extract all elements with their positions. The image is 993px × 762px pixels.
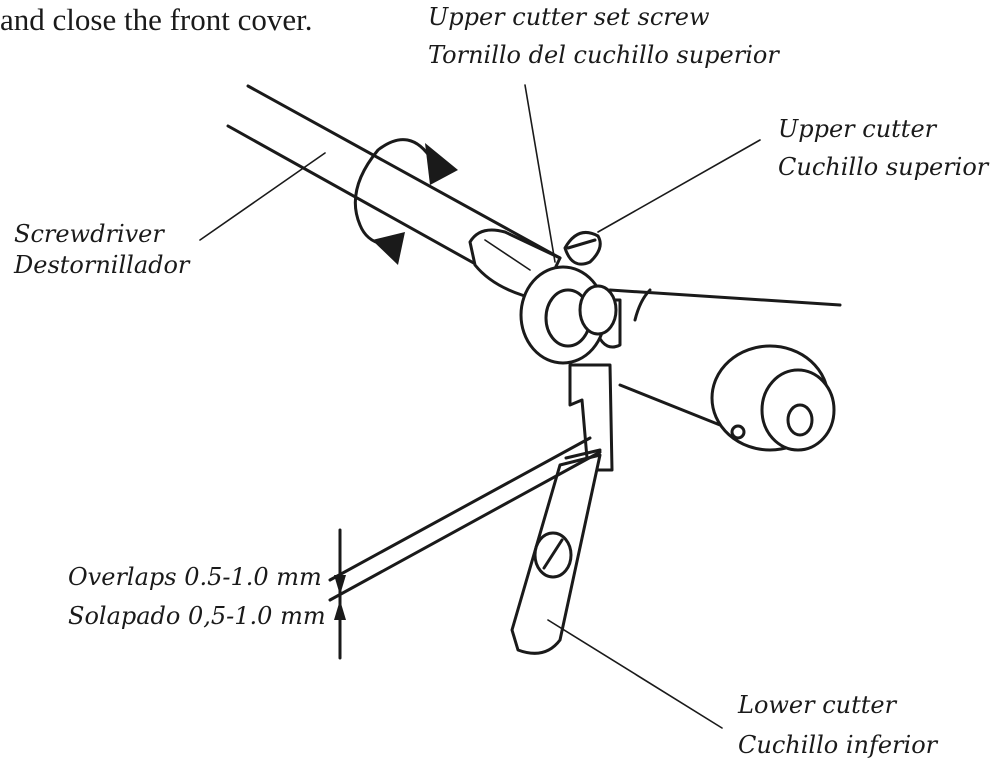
label-set-screw-en: Upper cutter set screw xyxy=(428,3,710,31)
lower-cutter xyxy=(510,363,614,655)
label-screwdriver-en: Screwdriver xyxy=(14,220,164,248)
label-overlap-es: Solapado 0,5-1.0 mm xyxy=(68,602,326,630)
leader-lines xyxy=(199,84,761,729)
label-lower-cutter-en: Lower cutter xyxy=(738,691,897,719)
screwdriver-shaft xyxy=(226,84,562,302)
leader-upper-cutter xyxy=(597,139,761,233)
leader-lower-cutter xyxy=(547,619,723,729)
overlap-guide xyxy=(328,436,602,660)
intro-text: and close the front cover. xyxy=(0,2,313,37)
label-set-screw-es: Tornillo del cuchillo superior xyxy=(428,41,779,69)
label-upper-cutter-en: Upper cutter xyxy=(778,115,937,143)
machine-body xyxy=(592,288,842,452)
label-lower-cutter-es: Cuchillo inferior xyxy=(738,731,938,759)
rotation-arrow-icon xyxy=(353,138,458,265)
label-screwdriver-es: Destornillador xyxy=(14,251,190,279)
label-overlap-en: Overlaps 0.5-1.0 mm xyxy=(68,563,322,591)
label-upper-cutter-es: Cuchillo superior xyxy=(778,153,989,181)
upper-cutter xyxy=(519,231,618,365)
leader-screwdriver xyxy=(199,152,326,241)
leader-set-screw xyxy=(524,84,556,263)
